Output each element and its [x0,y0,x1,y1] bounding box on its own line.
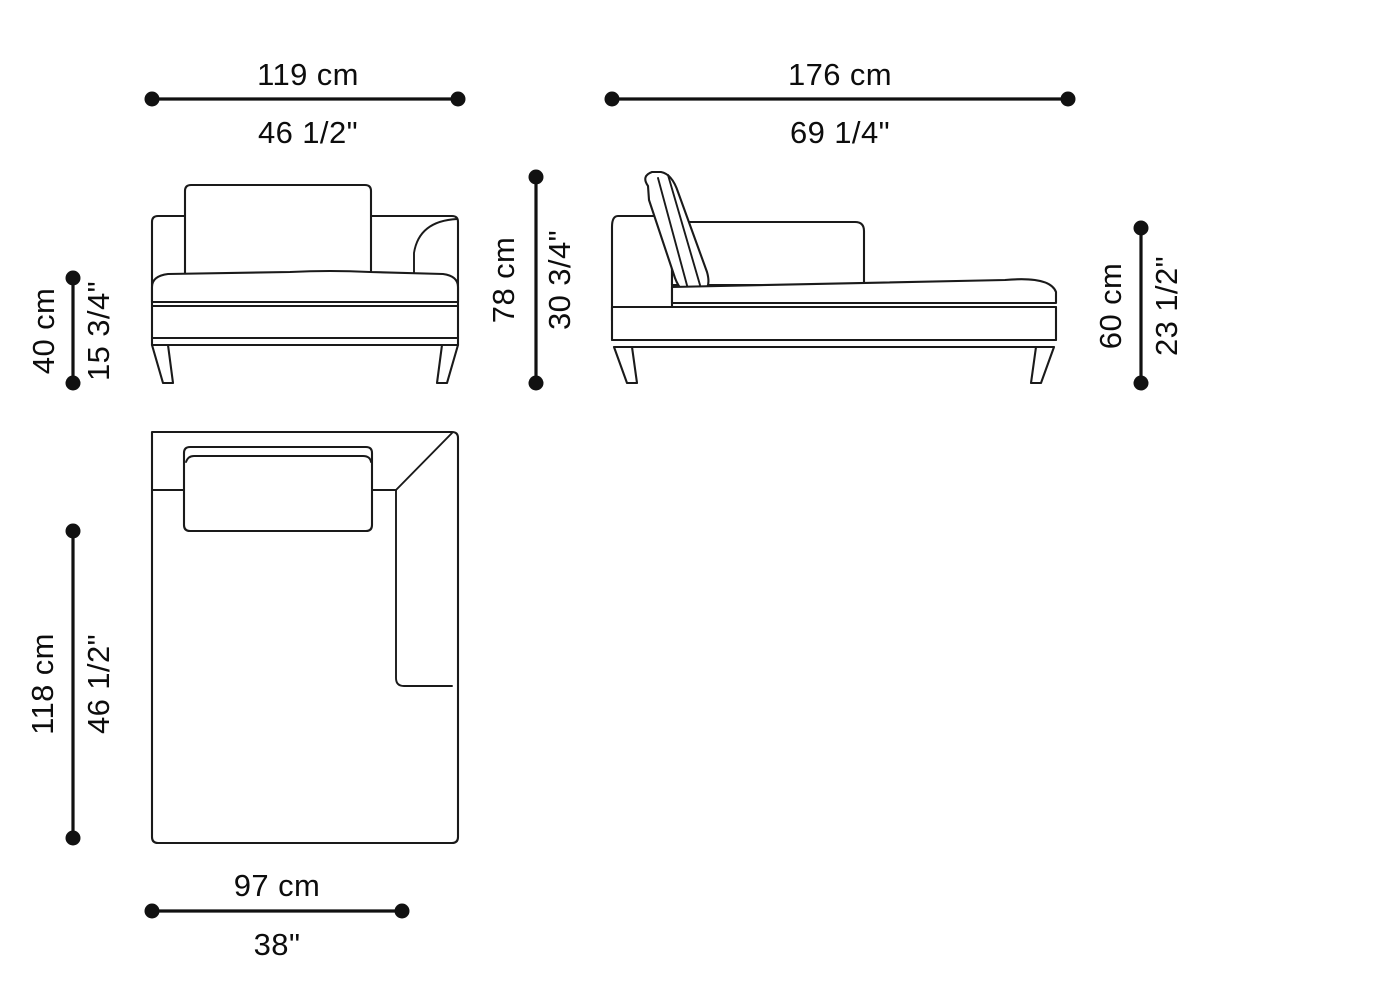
plan-arm-inner-edge [395,489,453,687]
dimension-plan-depth: 118 cm 46 1/2" [25,523,116,846]
total-height-dot-bottom [528,375,544,391]
front-width-metric-label: 119 cm [257,57,359,92]
side-length-imperial-label: 69 1/4" [790,115,890,150]
plan-width-metric-label: 97 cm [234,868,320,903]
front-seat-cushion [150,269,460,304]
front-leg-left [150,343,175,385]
total-height-metric-label: 78 cm [486,237,521,323]
side-lower-body [610,305,1058,342]
plan-width-dot-right [394,903,410,919]
side-length-metric-label: 176 cm [788,57,892,92]
plan-backrest-cushion [182,445,374,533]
seat-height-dot-bottom [65,375,81,391]
total-height-dot-top [528,169,544,185]
plan-depth-imperial-label: 46 1/2" [81,634,116,734]
arm-height-imperial-label: 23 1/2" [1149,256,1184,356]
plan-depth-dot-top [65,523,81,539]
side-cushion-seam-2 [667,174,701,286]
total-height-imperial-label: 30 3/4" [542,230,577,330]
side-backrest-panel [670,220,866,287]
plan-width-dot-left [144,903,160,919]
seat-height-imperial-label: 15 3/4" [81,281,116,381]
seat-height-dot-top [65,270,81,286]
dimension-front-width: 119 cm 46 1/2" [144,57,466,150]
side-leg-right [1029,345,1056,385]
front-width-dot-left [144,91,160,107]
side-cushion-seam-1 [657,177,689,290]
front-width-dot-right [450,91,466,107]
arm-height-dot-top [1133,220,1149,236]
seat-height-metric-label: 40 cm [26,288,61,374]
side-length-dot-right [1060,91,1076,107]
front-view [150,183,460,385]
plan-depth-metric-label: 118 cm [25,633,60,735]
plan-outline [150,430,460,845]
front-arm-inner-curve [413,218,458,291]
plan-width-imperial-label: 38" [254,927,301,962]
plan-miter-line [395,432,453,491]
front-leg-right [435,343,460,385]
dimension-arm-height: 60 cm 23 1/2" [1093,220,1184,391]
side-view [610,170,1058,385]
dimension-seat-height: 40 cm 15 3/4" [26,270,116,391]
arm-height-metric-label: 60 cm [1093,263,1128,349]
dimension-total-height: 78 cm 30 3/4" [486,169,577,391]
dimension-side-length: 176 cm 69 1/4" [604,57,1076,150]
arm-height-dot-bottom [1133,375,1149,391]
plan-cushion-inner-line [185,455,372,463]
dimension-plan-width: 97 cm 38" [144,868,410,962]
top-view [150,430,460,845]
front-width-imperial-label: 46 1/2" [258,115,358,150]
side-length-dot-left [604,91,620,107]
plan-depth-dot-bottom [65,830,81,846]
side-seat-cushion [670,278,1058,305]
side-leg-left [612,345,639,385]
